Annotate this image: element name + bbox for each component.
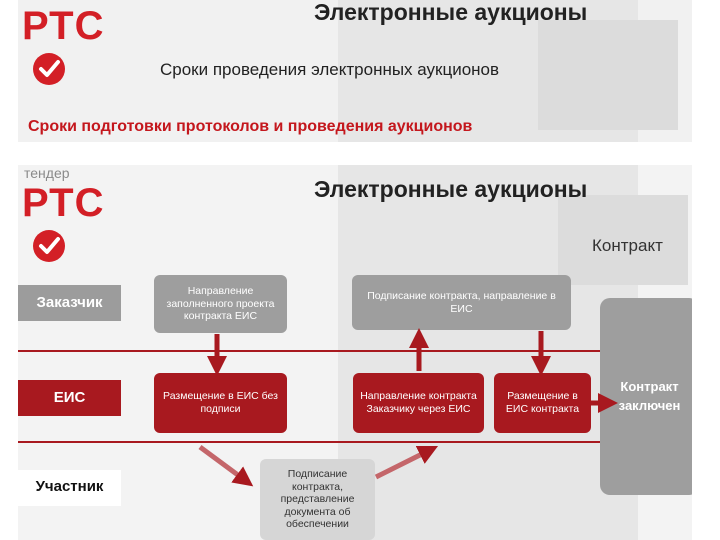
process-box-text: Подписание контракта, направление в ЕИС: [367, 289, 556, 315]
process-box-direction-via-eis: Направление контракта Заказчику через ЕИ…: [353, 373, 484, 433]
contract-label: Контракт: [592, 236, 663, 255]
process-box-placement-contract: Размещение в ЕИС контракта: [494, 373, 591, 433]
process-box-participant-signing: Подписание контракта, представление доку…: [260, 459, 375, 540]
brand-caption: тендер: [24, 165, 70, 181]
process-box-text: Размещение в ЕИС без подписи: [163, 390, 278, 415]
process-box-text: Размещение в ЕИС контракта: [505, 390, 580, 415]
slide-1: РТС Электронные аукционы Сроки проведени…: [18, 0, 692, 142]
slide-subtitle: Сроки проведения электронных аукционов: [160, 60, 500, 79]
flow-arrows: [198, 328, 618, 487]
process-box-direction-draft: Направление заполненного проекта контрак…: [154, 275, 287, 333]
process-box-signing-customer: Подписание контракта, направление в ЕИС: [352, 275, 571, 330]
process-box-placement-unsigned: Размещение в ЕИС без подписи: [154, 373, 287, 433]
slide-2: тендер РТС Электронные аукционы Контракт…: [18, 165, 692, 540]
row-label-eis: ЕИС: [18, 380, 121, 416]
contract-concluded-text: Контракт заключен: [618, 379, 681, 413]
slide-heading: Электронные аукционы: [314, 176, 588, 202]
check-icon: [33, 230, 65, 262]
arrow-diagonal-up: [374, 445, 439, 480]
rts-logo: РТС: [22, 181, 105, 225]
process-box-text: Подписание контракта, представление доку…: [280, 468, 355, 531]
arrow-diagonal-down: [198, 444, 254, 487]
background-panel: [558, 195, 688, 285]
process-box-text: Направление контракта Заказчику через ЕИ…: [360, 390, 477, 415]
background-panel: [538, 20, 678, 130]
row-divider: [18, 350, 692, 352]
red-title: Сроки подготовки протоколов и проведения…: [28, 118, 473, 135]
rts-logo: РТС: [22, 4, 105, 48]
check-icon: [33, 53, 65, 85]
process-box-text: Направление заполненного проекта контрак…: [166, 285, 275, 323]
slide-heading: Электронные аукционы: [314, 0, 588, 25]
row-divider: [18, 441, 692, 443]
row-label-participant: Участник: [18, 470, 121, 506]
row-label-customer: Заказчик: [18, 285, 121, 321]
